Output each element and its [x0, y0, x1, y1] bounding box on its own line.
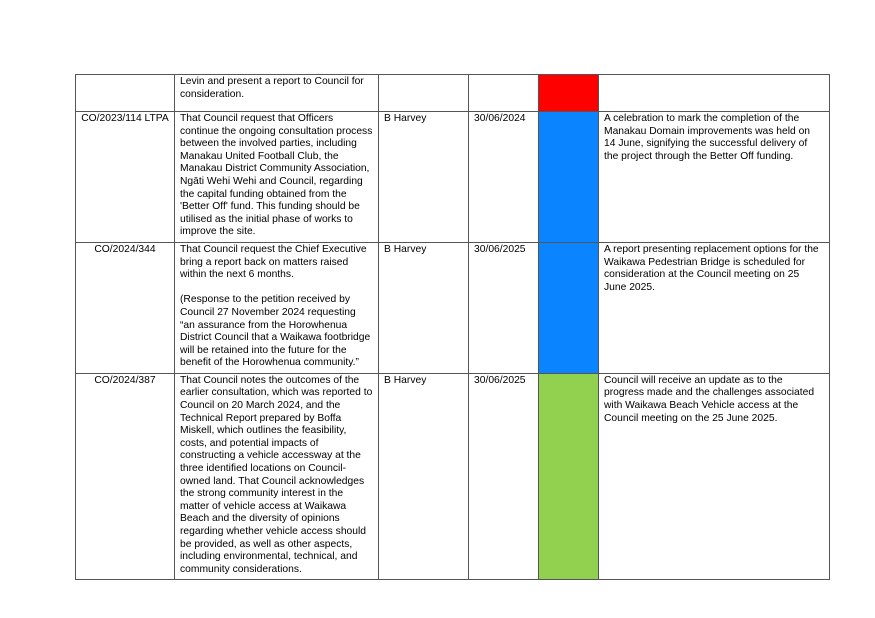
- comment-cell: [598, 74, 830, 112]
- due-date-cell: 30/06/2024: [468, 111, 539, 243]
- resolutions-table: Levin and present a report to Council fo…: [75, 74, 830, 581]
- due-date-cell: 30/06/2025: [468, 372, 539, 581]
- comment-cell: A celebration to mark the completion of …: [598, 111, 830, 243]
- table-row: CO/2024/387 That Council notes the outco…: [75, 372, 830, 581]
- resolution-ref-cell: CO/2024/387: [75, 372, 175, 581]
- table-row: Levin and present a report to Council fo…: [75, 74, 830, 112]
- due-date-cell: 30/06/2025: [468, 241, 539, 374]
- status-indicator-cell: [538, 372, 599, 581]
- resolution-text-cell: That Council notes the outcomes of the e…: [174, 372, 379, 581]
- resolution-text: That Council request the Chief Executive…: [180, 243, 371, 369]
- resolution-text-cell: That Council request the Chief Executive…: [174, 241, 379, 374]
- officer-cell: B Harvey: [378, 372, 469, 581]
- resolution-ref-cell: CO/2023/114 LTPA: [75, 111, 175, 243]
- table-row: CO/2023/114 LTPA That Council request th…: [75, 111, 830, 243]
- resolution-ref-cell: CO/2024/344: [75, 241, 175, 374]
- resolution-text-cell: That Council request that Officers conti…: [174, 111, 379, 243]
- comment-cell: A report presenting replacement options …: [598, 241, 830, 374]
- resolution-text: That Council notes the outcomes of the e…: [180, 374, 373, 575]
- resolution-ref-cell: [75, 74, 175, 112]
- table-row: CO/2024/344 That Council request the Chi…: [75, 241, 830, 374]
- officer-cell: B Harvey: [378, 111, 469, 243]
- status-indicator-cell: [538, 241, 599, 374]
- resolution-text: Levin and present a report to Council fo…: [180, 76, 364, 100]
- status-indicator-cell: [538, 74, 599, 112]
- officer-cell: B Harvey: [378, 241, 469, 374]
- officer-cell: [378, 74, 469, 112]
- resolution-text: That Council request that Officers conti…: [180, 113, 373, 238]
- due-date-cell: [468, 74, 539, 112]
- status-indicator-cell: [538, 111, 599, 243]
- resolution-text-cell: Levin and present a report to Council fo…: [174, 74, 379, 112]
- comment-cell: Council will receive an update as to the…: [598, 372, 830, 581]
